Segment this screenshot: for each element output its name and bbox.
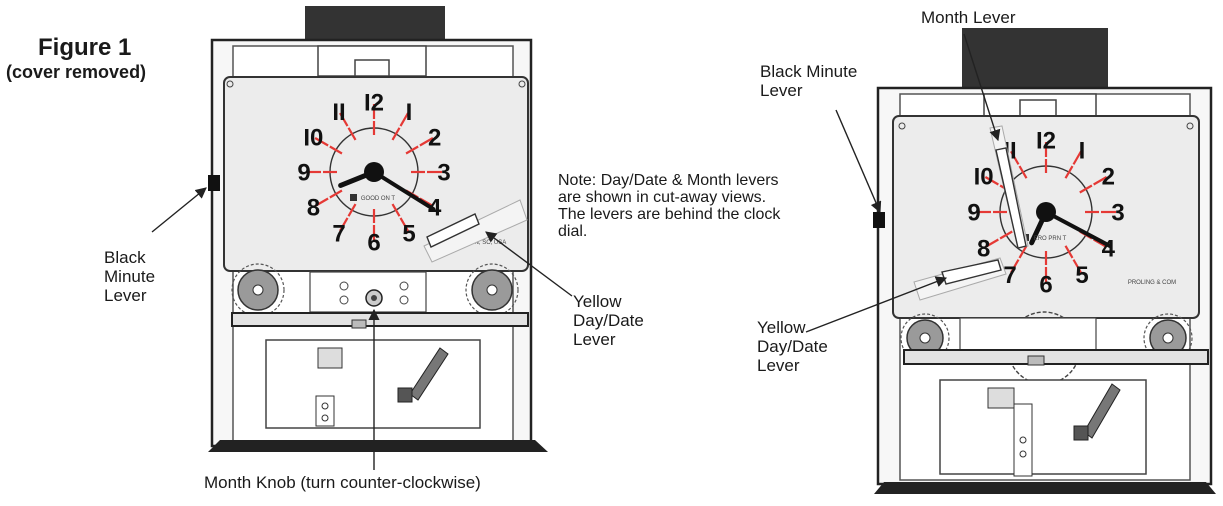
label-left-day-date-lever: Yellow Day/Date Lever <box>573 292 644 349</box>
hand-hub <box>364 162 384 182</box>
hour-mark <box>984 176 999 186</box>
model-text: BURTON, SC, USA <box>454 240 506 246</box>
hour-numeral: 6 <box>1039 272 1052 299</box>
hour-numeral: 9 <box>297 160 310 187</box>
callout-left-day-date-lever <box>485 231 573 297</box>
hour-numeral: 2 <box>1102 164 1115 191</box>
hour-numeral: 8 <box>977 236 990 263</box>
hour-tick <box>329 145 343 155</box>
hour-numeral: 8 <box>307 195 320 222</box>
hour-tick <box>1079 184 1093 194</box>
hour-numeral: I0 <box>974 164 994 191</box>
hour-numeral: I0 <box>303 125 323 152</box>
hour-tick <box>405 145 419 155</box>
label-right-minute-lever: Black Minute Lever <box>760 62 858 100</box>
left-mechanism <box>231 263 529 429</box>
hour-mark <box>1093 238 1108 248</box>
hour-mark <box>1072 259 1082 274</box>
hour-tick <box>329 189 343 199</box>
left-minute-lever <box>208 175 220 191</box>
hour-numeral: 7 <box>1003 262 1016 289</box>
hour-numeral: 7 <box>332 220 345 247</box>
month-lever <box>989 125 1029 249</box>
hour-tick <box>1064 165 1074 179</box>
hour-numeral: 9 <box>967 200 980 227</box>
hour-numeral: II <box>332 99 345 126</box>
left-day-date-lever <box>423 199 528 263</box>
hour-tick <box>999 230 1013 240</box>
brand-text: GOOD ON T <box>361 196 396 202</box>
label-right-day-date-lever: Yellow Day/Date Lever <box>757 318 828 375</box>
note-cutaway: Note: Day/Date & Month levers are shown … <box>558 172 781 240</box>
hand-hub <box>1036 202 1056 222</box>
hour-numeral: I <box>1079 137 1086 164</box>
minute-hand <box>372 170 436 212</box>
hour-numeral: 3 <box>437 160 450 187</box>
label-left-minute-lever: Black Minute Lever <box>104 248 156 305</box>
hour-tick <box>1064 245 1074 259</box>
hour-numeral: I <box>406 99 413 126</box>
label-month-lever: Month Lever <box>921 8 1016 27</box>
hour-mark <box>314 197 329 207</box>
hour-mark <box>984 238 999 248</box>
callout-right-day-date-lever <box>805 276 948 333</box>
hour-tick <box>1018 165 1028 179</box>
label-month-knob: Month Knob (turn counter-clockwise) <box>204 473 481 492</box>
hour-numeral: 5 <box>402 220 415 247</box>
hour-mark <box>314 137 329 147</box>
hour-mark <box>419 137 434 147</box>
hour-mark <box>1093 176 1108 186</box>
model-text: PROLING & COM <box>1128 280 1176 286</box>
hour-mark <box>1010 259 1020 274</box>
hour-mark <box>339 217 349 232</box>
left-base <box>208 440 548 452</box>
right-base <box>874 482 1216 494</box>
callout-lines <box>151 33 1001 470</box>
right-mechanism <box>900 311 1209 477</box>
hour-numeral: I2 <box>364 90 384 117</box>
right-minute-lever <box>873 212 885 228</box>
hour-numeral: 5 <box>1075 262 1088 289</box>
brand-text: ERO PRN T <box>1034 236 1067 242</box>
callout-left-minute-lever <box>151 187 207 233</box>
figure-title: Figure 1 <box>38 34 132 61</box>
hour-numeral: 3 <box>1111 200 1124 227</box>
callout-month-lever <box>963 33 1001 142</box>
hour-mark <box>399 112 409 127</box>
hour-tick <box>391 127 401 141</box>
hour-tick <box>1018 245 1028 259</box>
hour-numeral: 6 <box>367 230 380 257</box>
brand-logo <box>350 194 357 201</box>
hour-numeral: 2 <box>428 125 441 152</box>
hour-numeral: 4 <box>1102 236 1116 263</box>
hour-mark <box>1010 150 1020 165</box>
hour-tick <box>347 203 357 217</box>
hour-numeral: I2 <box>1036 128 1056 155</box>
hour-mark <box>339 112 349 127</box>
hour-mark <box>1072 150 1082 165</box>
hour-mark <box>399 217 409 232</box>
figure-subtitle: (cover removed) <box>6 62 147 82</box>
hour-tick <box>391 203 401 217</box>
minute-hand <box>1044 210 1112 248</box>
callout-right-minute-lever <box>835 109 882 214</box>
hour-tick <box>347 127 357 141</box>
